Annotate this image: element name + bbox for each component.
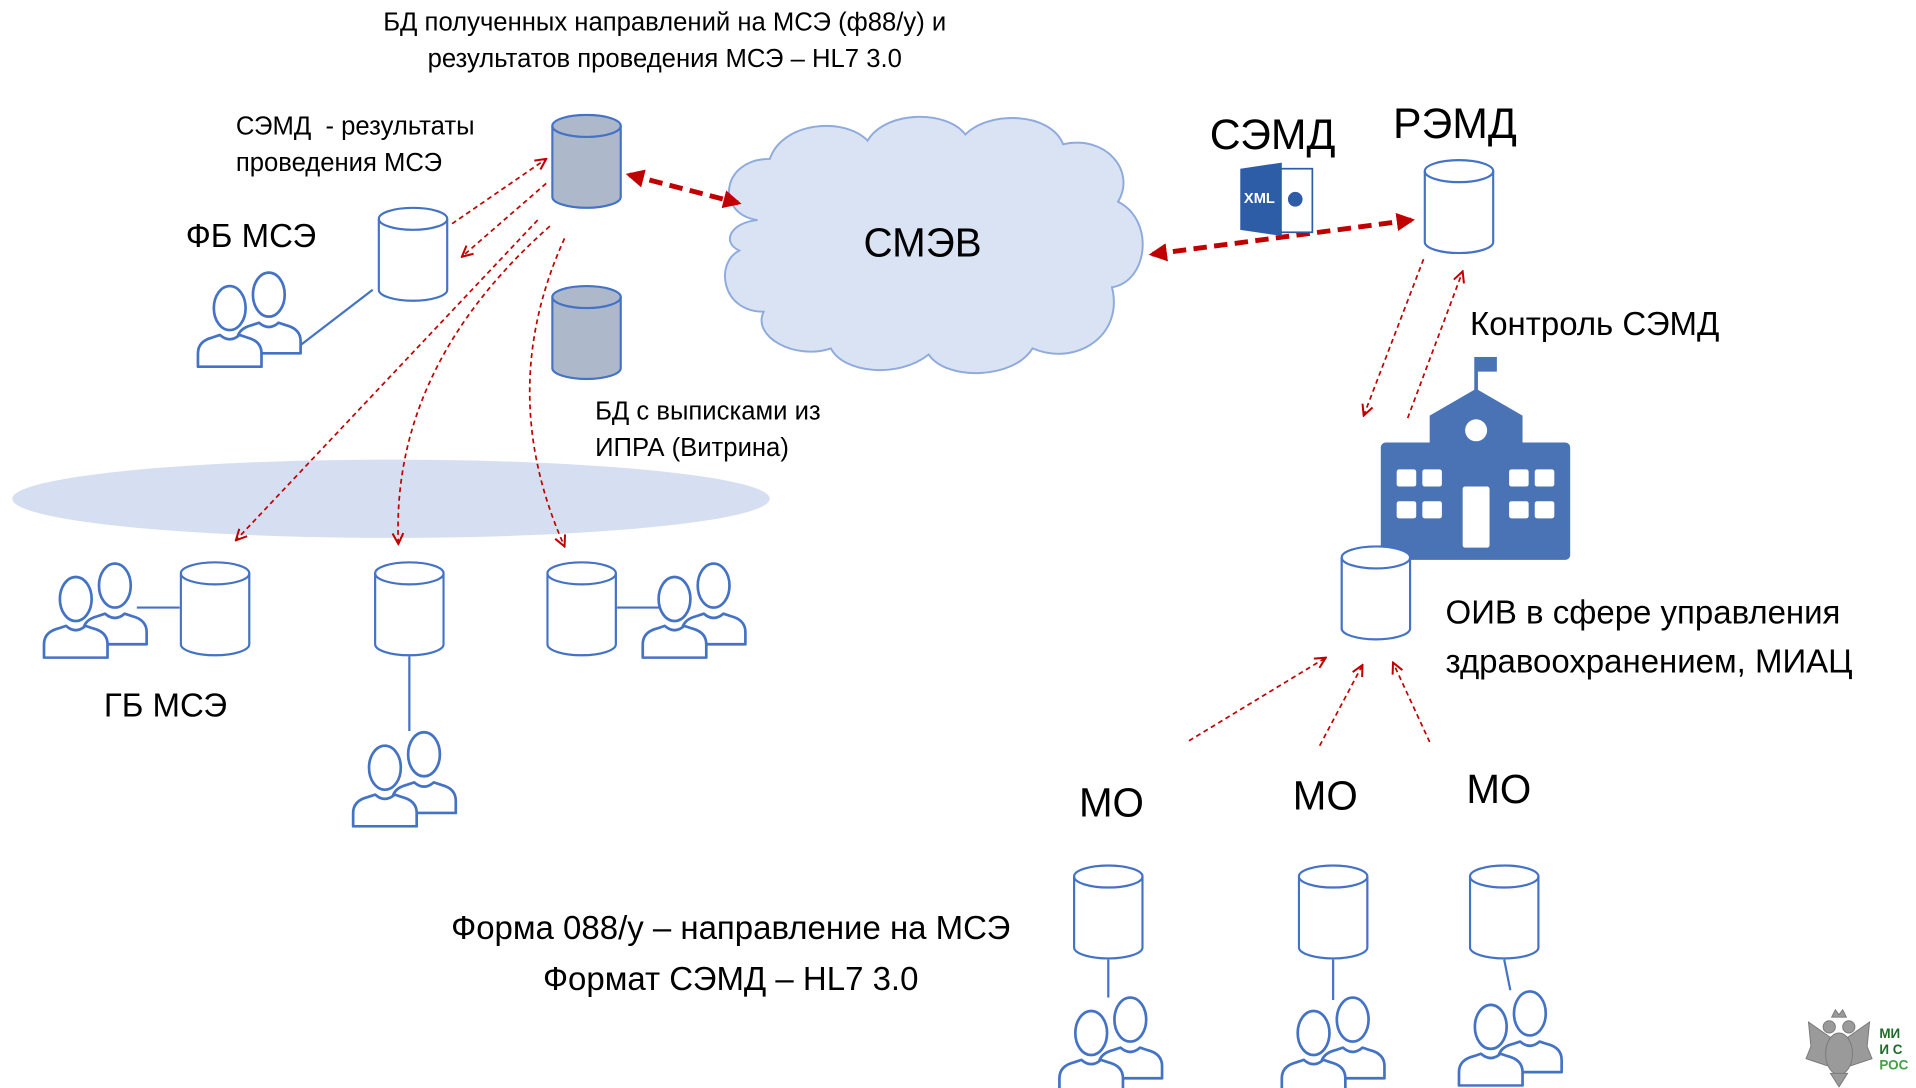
- building-icon: [1380, 356, 1571, 560]
- users-icon: [1280, 996, 1386, 1088]
- ipra-db-line-2: ИПРА (Витрина): [595, 434, 789, 462]
- flow-arrow: [1318, 665, 1363, 747]
- gb-mse-label: ГБ МСЭ: [104, 686, 227, 723]
- ipra-db-line-1: БД с выписками из: [595, 397, 821, 425]
- title-line-1: БД полученных направлений на МСЭ (ф88/у)…: [383, 9, 946, 37]
- window: [1396, 501, 1417, 519]
- door: [1462, 486, 1490, 548]
- xml-file-cover: [1240, 162, 1282, 236]
- database-icon: [551, 284, 622, 381]
- round-window: [1465, 419, 1488, 442]
- database-icon: [1468, 864, 1540, 960]
- mo-label: МО: [1466, 766, 1531, 812]
- window: [1534, 469, 1555, 487]
- emblem-head: [1822, 1020, 1836, 1034]
- semd-results-line-1: СЭМД - результаты: [236, 112, 475, 140]
- flow-arrow: [1188, 658, 1326, 742]
- mo-label: МО: [1293, 772, 1358, 818]
- emblem-tail: [1829, 1072, 1849, 1088]
- users-icon: [641, 562, 747, 659]
- flow-arrow: [1406, 271, 1463, 419]
- users-icon: [1058, 996, 1164, 1088]
- window: [1396, 469, 1417, 487]
- flow-arrow: [462, 182, 547, 256]
- exchange-arrow: [625, 169, 742, 209]
- semd-results-line-2: проведения МСЭ: [236, 149, 442, 177]
- connector-line: [1503, 959, 1512, 991]
- users-icon: [1457, 990, 1563, 1087]
- form-line-2: Формат СЭМД – HL7 3.0: [543, 960, 918, 997]
- database-icon: [1423, 159, 1495, 255]
- database-icon: [1072, 864, 1144, 960]
- connector-line: [298, 288, 374, 347]
- gb-mse-region-ellipse: [12, 459, 770, 538]
- window: [1509, 501, 1529, 519]
- logo-text-line-3: РОС: [1879, 1058, 1908, 1073]
- oiv-line-2: здравоохранением, МИАЦ: [1446, 642, 1853, 679]
- database-icon: [179, 561, 251, 657]
- window: [1422, 501, 1442, 519]
- exchange-arrow: [1148, 212, 1415, 262]
- database-icon: [546, 561, 617, 657]
- xml-file-icon: XML: [1240, 162, 1314, 236]
- window: [1534, 501, 1555, 519]
- emblem-head: [1842, 1020, 1856, 1034]
- flag: [1477, 356, 1497, 372]
- fb-mse-label: ФБ МСЭ: [186, 217, 317, 254]
- smev-label: СМЭВ: [863, 220, 981, 266]
- logo-text-line-2: И С: [1879, 1042, 1902, 1057]
- users-icon: [42, 562, 148, 659]
- window: [1509, 469, 1529, 487]
- form-line-1: Форма 088/у – направление на МСЭ: [451, 909, 1010, 946]
- database-icon: [374, 561, 445, 657]
- flow-arrow: [451, 159, 546, 225]
- flow-arrow: [528, 238, 565, 546]
- xml-icon-text: XML: [1244, 191, 1275, 207]
- database-icon: [1340, 545, 1412, 641]
- flow-arrow: [1364, 258, 1425, 415]
- cloud-icon: [724, 115, 1144, 374]
- mo-label: МО: [1079, 780, 1144, 826]
- xml-badge: [1287, 191, 1303, 207]
- emblem-body: [1825, 1032, 1853, 1076]
- flow-arrow: [1393, 663, 1431, 743]
- database-icon: [377, 206, 449, 302]
- users-icon: [196, 271, 302, 368]
- emblem-icon: [1805, 1008, 1873, 1088]
- window: [1422, 469, 1442, 487]
- semd-label: СЭМД: [1210, 111, 1336, 159]
- oiv-line-1: ОИВ в сфере управления: [1446, 593, 1841, 630]
- ministry-logo: МИ И С РОС: [1805, 1008, 1909, 1088]
- emblem-crown: [1830, 1008, 1848, 1018]
- database-icon: [551, 113, 622, 209]
- semd-control-label: Контроль СЭМД: [1470, 305, 1719, 342]
- database-icon: [1297, 864, 1369, 960]
- logo-text-line-1: МИ: [1879, 1026, 1900, 1041]
- title-line-2: результатов проведения МСЭ – HL7 3.0: [428, 45, 902, 73]
- flow-arrow: [398, 225, 551, 544]
- users-icon: [351, 730, 458, 828]
- remd-label: РЭМД: [1393, 100, 1517, 148]
